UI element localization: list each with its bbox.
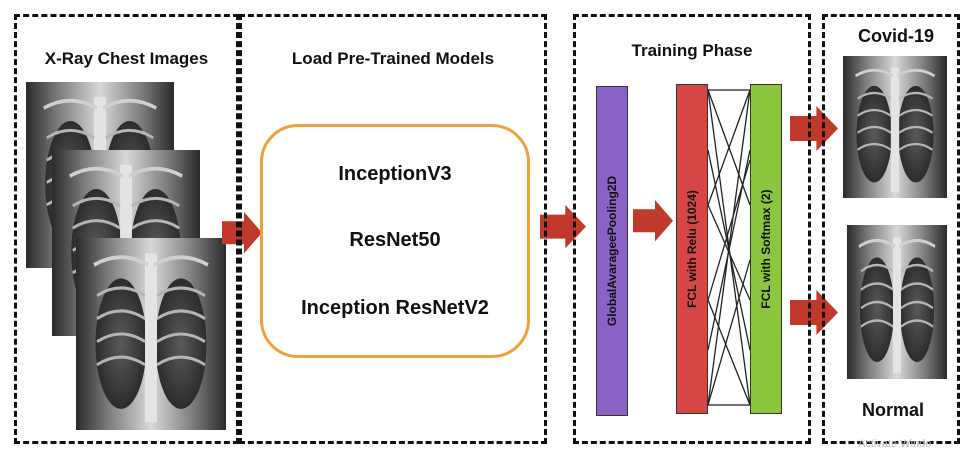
fc-connections xyxy=(707,89,751,406)
panel-output-classes xyxy=(822,14,960,444)
watermark-text: Activate Windo xyxy=(858,438,932,450)
class-label-normal: Normal xyxy=(862,400,925,420)
model-resnet50: ResNet50 xyxy=(349,229,441,251)
class-label-covid: Covid-19 xyxy=(858,26,935,46)
panel-title-models: Load Pre-Trained Models xyxy=(291,49,495,68)
layer-global-average-pooling: GlobalAvarageePooling2D xyxy=(596,86,628,416)
panel-title-training: Training Phase xyxy=(631,41,753,60)
panel-title-input: X-Ray Chest Images xyxy=(44,49,209,68)
layer-label-softmax: FCL with Softmax (2) xyxy=(759,189,773,309)
model-inception-resnetv2: Inception ResNetV2 xyxy=(301,297,489,319)
models-box: InceptionV3 ResNet50 Inception ResNetV2 xyxy=(260,124,530,358)
layer-fcl-relu: FCL with Relu (1024) xyxy=(676,84,708,414)
panel-training-phase: Training Phase xyxy=(573,14,811,444)
layer-fcl-softmax: FCL with Softmax (2) xyxy=(750,84,782,414)
layer-label-pooling: GlobalAvarageePooling2D xyxy=(605,175,619,327)
panel-input-images: X-Ray Chest Images xyxy=(14,14,239,444)
model-inceptionv3: InceptionV3 xyxy=(338,163,452,185)
panel-pretrained-models: Load Pre-Trained Models xyxy=(239,14,547,444)
layer-label-relu: FCL with Relu (1024) xyxy=(685,190,699,308)
